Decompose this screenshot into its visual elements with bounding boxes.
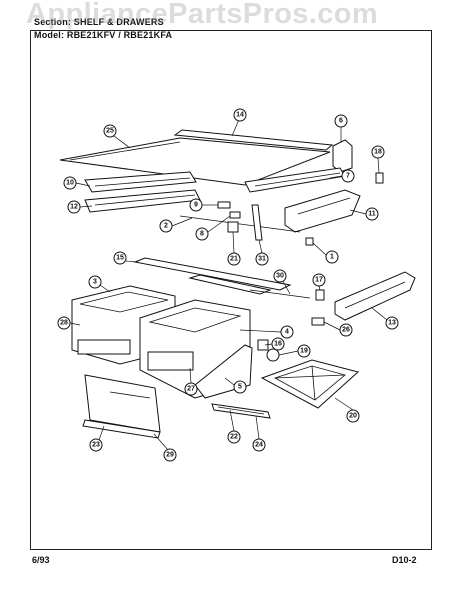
footer-date: 6/93	[32, 555, 50, 565]
callout-16: 16	[274, 341, 282, 348]
callout-31: 31	[258, 256, 266, 263]
callout-14: 14	[236, 112, 244, 119]
shelf-clip-2	[229, 211, 241, 219]
shelf-rail-right-lower	[284, 189, 361, 233]
footer-page-code: D10-2	[392, 555, 417, 565]
callout-26: 26	[342, 327, 350, 334]
callout-28: 28	[60, 320, 68, 327]
small-clip-right	[375, 172, 384, 184]
retainer-clip	[305, 237, 314, 246]
callout-11: 11	[368, 211, 376, 218]
cover-cap	[227, 221, 239, 233]
drawer-handle-trim	[211, 403, 271, 419]
callout-12: 12	[70, 204, 78, 211]
drawer-cover	[133, 257, 292, 291]
callout-10: 10	[66, 180, 74, 187]
callout-24: 24	[255, 442, 263, 449]
callout-22: 22	[230, 434, 238, 441]
callout-21: 21	[230, 256, 238, 263]
callout-20: 20	[349, 413, 357, 420]
callout-6: 6	[339, 118, 343, 125]
drawer-front-trim	[82, 419, 161, 439]
diagram-frame	[30, 30, 432, 550]
callout-13: 13	[388, 320, 396, 327]
callout-18: 18	[374, 149, 382, 156]
callout-29: 29	[166, 452, 174, 459]
support-clip	[311, 317, 325, 326]
model-line: Model: RBE21KFV / RBE21KFA	[34, 30, 173, 40]
shelf-rail-left-lower	[84, 189, 201, 213]
rear-bracket-right	[332, 139, 353, 173]
callout-9: 9	[194, 202, 198, 209]
drawer-slide	[257, 339, 269, 351]
callout-15: 15	[116, 255, 124, 262]
callout-4: 4	[285, 329, 289, 336]
callout-1: 1	[330, 254, 334, 261]
shelf-support	[251, 204, 263, 241]
section-title: Section: SHELF & DRAWERS	[34, 17, 164, 27]
callout-30: 30	[276, 273, 284, 280]
callout-23: 23	[92, 442, 100, 449]
callout-2: 2	[164, 223, 168, 230]
shelf-clip	[217, 201, 231, 209]
cover-support-right	[334, 271, 416, 321]
callout-25: 25	[106, 128, 114, 135]
drawer-cover-rear	[188, 274, 272, 295]
callout-19: 19	[300, 348, 308, 355]
knob	[266, 348, 280, 362]
crisper-frame	[260, 359, 360, 409]
callout-7: 7	[346, 173, 350, 180]
callout-27: 27	[187, 386, 195, 393]
callout-17: 17	[315, 277, 323, 284]
callout-8: 8	[200, 231, 204, 238]
callout-5: 5	[238, 384, 242, 391]
callout-3: 3	[93, 279, 97, 286]
rear-shelf-trim	[173, 129, 334, 151]
cover-clip	[315, 289, 325, 301]
